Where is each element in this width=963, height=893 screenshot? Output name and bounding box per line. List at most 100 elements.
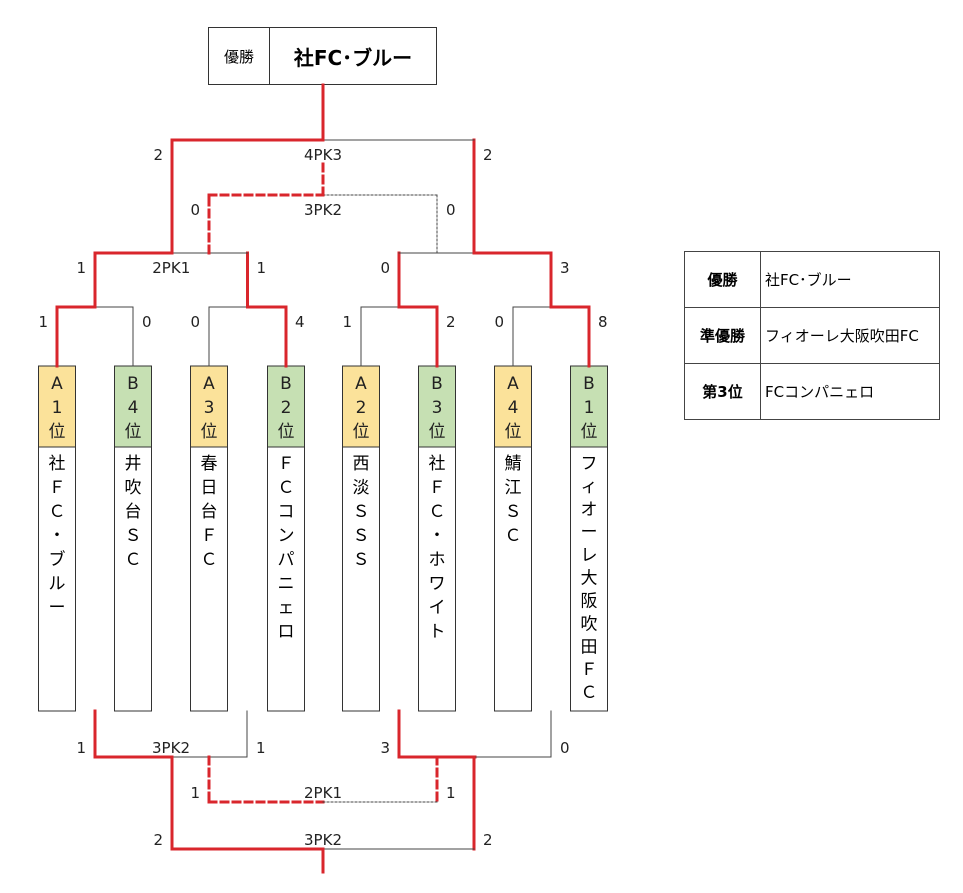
- team-name-char: 田: [581, 637, 598, 657]
- team-name-char: ワ: [429, 574, 446, 594]
- score-label: 2: [446, 313, 456, 331]
- seed-char: 2: [281, 398, 292, 418]
- team-name-char: ン: [278, 526, 295, 546]
- team-name-char: Ｆ: [201, 526, 218, 546]
- team-name-char: 阪: [581, 591, 598, 611]
- seed-char: 位: [505, 422, 522, 442]
- score-label: 0: [560, 739, 570, 757]
- team-name-char: ィ: [581, 477, 598, 497]
- team-name-char: レ: [581, 546, 598, 566]
- team-name-char: コ: [278, 502, 295, 522]
- score-label: 1: [76, 259, 86, 277]
- team-name-char: Ｆ: [49, 478, 66, 498]
- team-name-char: Ｆ: [278, 454, 295, 474]
- seed-char: 位: [429, 422, 446, 442]
- seed-char: A: [203, 374, 215, 394]
- team-name-char: イ: [429, 598, 446, 618]
- seed-char: A: [507, 374, 519, 394]
- score-label: 1: [257, 259, 267, 277]
- pk-label: 3PK2: [304, 201, 342, 219]
- pk-label: 3PK2: [152, 739, 190, 757]
- team-name-char: ロ: [278, 622, 295, 642]
- seed-box: [267, 365, 305, 448]
- pk-label: 4PK3: [304, 146, 342, 164]
- team-name-char: Ｓ: [353, 550, 370, 570]
- score-label: 0: [446, 201, 456, 219]
- team-name-char: フ: [581, 454, 598, 474]
- score-label: 1: [76, 739, 86, 757]
- score-label: 1: [256, 739, 266, 757]
- team-name-char: ホ: [429, 550, 446, 570]
- score-label: 2: [483, 146, 493, 164]
- champion-caption: 優勝: [209, 28, 270, 84]
- score-label: 4: [295, 313, 305, 331]
- team-name-char: ー: [581, 523, 598, 543]
- results-row-3rd: 第3位 FCコンパニェロ: [684, 363, 940, 420]
- team-name-char: Ｃ: [581, 683, 598, 703]
- score-label: 8: [598, 313, 608, 331]
- champion-box: 優勝 社FC･ブルー: [208, 27, 437, 85]
- score-label: 1: [446, 784, 456, 802]
- team-name-box: [494, 446, 532, 712]
- score-label: 0: [190, 313, 200, 331]
- team-name-char: 吹: [125, 478, 142, 498]
- pk-label: 3PK2: [304, 831, 342, 849]
- results-rank: 優勝: [684, 251, 761, 308]
- team-name-char: 大: [581, 569, 598, 589]
- team-name-char: Ｆ: [581, 660, 598, 680]
- team-name-char: 西: [353, 454, 370, 474]
- team-name-char: ニ: [278, 574, 295, 594]
- team-name-box: [38, 446, 76, 712]
- pk-label: 2PK1: [152, 259, 190, 277]
- team-name-char: ・: [429, 526, 446, 546]
- seed-char: 位: [353, 422, 370, 442]
- team-name-char: ー: [49, 598, 66, 618]
- team-name-box: [418, 446, 456, 712]
- champion-team: 社FC･ブルー: [293, 45, 413, 70]
- results-team: FCコンパニェロ: [760, 363, 940, 420]
- seed-char: 4: [508, 398, 519, 418]
- seed-char: 位: [581, 422, 598, 442]
- seed-char: 3: [204, 398, 215, 418]
- score-label: 2: [483, 831, 493, 849]
- results-row-2nd: 準優勝 フィオーレ大阪吹田FC: [684, 307, 940, 364]
- score-label: 0: [190, 201, 200, 219]
- seed-char: 4: [128, 398, 139, 418]
- team-name-char: Ｃ: [278, 478, 295, 498]
- seed-char: B: [583, 374, 595, 394]
- team-name-char: Ｓ: [505, 502, 522, 522]
- seed-char: 3: [432, 398, 443, 418]
- team-name-char: ェ: [278, 598, 295, 618]
- score-label: 2: [153, 831, 163, 849]
- seed-char: 2: [356, 398, 367, 418]
- team-name-char: ト: [429, 622, 446, 642]
- team-name-char: 江: [505, 478, 522, 498]
- results-row-1st: 優勝 社FC･ブルー: [684, 251, 940, 308]
- team-name-char: 台: [125, 502, 142, 522]
- score-label: 3: [560, 259, 570, 277]
- seed-char: B: [431, 374, 443, 394]
- score-label: 1: [190, 784, 200, 802]
- team-name-char: 社: [49, 454, 66, 474]
- team-name-char: Ｃ: [505, 526, 522, 546]
- seed-char: 位: [201, 422, 218, 442]
- team-name-char: ル: [49, 574, 66, 594]
- team-name-char: ・: [49, 526, 66, 546]
- team-name-char: Ｃ: [429, 502, 446, 522]
- team-name-char: 日: [201, 478, 218, 498]
- seed-char: 位: [125, 422, 142, 442]
- team-name-char: 吹: [581, 614, 598, 634]
- seed-box: [570, 365, 608, 448]
- score-label: 1: [342, 313, 352, 331]
- score-label: 3: [380, 739, 390, 757]
- results-team: 社FC･ブルー: [760, 251, 940, 308]
- team-name-char: ブ: [49, 549, 66, 570]
- team-name-char: Ｓ: [353, 526, 370, 546]
- results-team: フィオーレ大阪吹田FC: [760, 307, 940, 364]
- team-name-char: 淡: [353, 478, 370, 498]
- results-table: 優勝 社FC･ブルー 準優勝 フィオーレ大阪吹田FC 第3位 FCコンパニェロ: [684, 251, 940, 420]
- team-name-char: Ｓ: [353, 502, 370, 522]
- seed-box: [342, 365, 380, 448]
- score-label: 0: [494, 313, 504, 331]
